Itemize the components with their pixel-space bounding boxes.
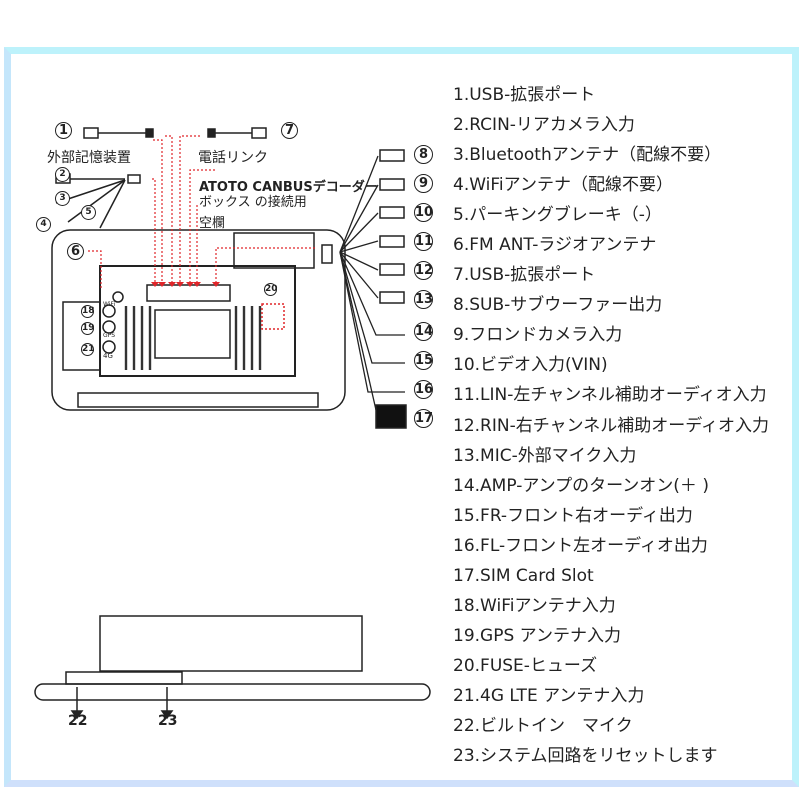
legend-item: 6.FM ANT-ラジオアンテナ xyxy=(453,235,657,256)
label-canbus-2: ボックス の接続用 xyxy=(199,195,307,210)
callout-14: 14 xyxy=(414,322,434,341)
callout-1: 1 xyxy=(55,122,72,139)
legend-item: 22.ビルトイン マイク xyxy=(453,715,633,736)
side-body xyxy=(99,615,363,672)
callout-10: 10 xyxy=(414,203,434,222)
callout-21: 21 xyxy=(81,343,95,356)
label-gps: GPS xyxy=(103,332,116,339)
fm-port xyxy=(112,291,124,303)
callout-18: 18 xyxy=(81,305,95,318)
legend-item: 14.AMP-アンプのターンオン(＋ ) xyxy=(453,475,709,496)
callout-16: 16 xyxy=(414,380,434,399)
label-4g: 4G xyxy=(103,352,113,360)
legend-item: 21.4G LTE アンテナ入力 xyxy=(453,685,645,706)
callout-20: 20 xyxy=(264,283,278,296)
connector-block xyxy=(146,284,231,302)
legend-item: 15.FR-フロント右オーディ出力 xyxy=(453,505,693,526)
callout-9: 9 xyxy=(414,174,433,193)
side-bezel xyxy=(34,683,431,701)
callout-3: 3 xyxy=(55,191,70,206)
device-body xyxy=(51,229,346,411)
callout-12: 12 xyxy=(414,261,434,280)
legend-item: 19.GPS アンテナ入力 xyxy=(453,625,621,646)
label-phone-link: 電話リンク xyxy=(198,150,268,166)
legend-item: 12.RIN-右チャンネル補助オーディオ入力 xyxy=(453,415,770,436)
callout-2: 2 xyxy=(55,167,70,182)
bottom-bar xyxy=(77,392,319,408)
callout-23: 23 xyxy=(158,713,178,729)
legend-item: 5.パーキングブレーキ（-） xyxy=(453,205,662,226)
callout-17: 17 xyxy=(414,409,434,428)
legend-item: 20.FUSE-ヒューズ xyxy=(453,655,598,676)
callout-5: 5 xyxy=(81,205,96,220)
legend-list: 1.USB-拡張ポート 2.RCIN-リアカメラ入力 3.Bluetoothアンテナ… xyxy=(453,80,769,771)
callout-15: 15 xyxy=(414,351,434,370)
legend-item: 9.フロンドカメラ入力 xyxy=(453,325,623,346)
legend-item: 18.WiFiアンテナ入力 xyxy=(453,595,616,616)
legend-item: 4.WiFiアンテナ（配線不要） xyxy=(453,175,673,196)
top-box xyxy=(233,232,315,269)
sim-box xyxy=(375,404,407,429)
legend-item: 13.MIC-外部マイク入力 xyxy=(453,445,637,466)
wifi-port xyxy=(102,304,116,318)
callout-13: 13 xyxy=(414,290,434,309)
label-empty: 空欄 xyxy=(199,216,226,231)
callout-11: 11 xyxy=(414,232,434,251)
legend-item: 17.SIM Card Slot xyxy=(453,565,594,586)
legend-item: 16.FL-フロント左オーディオ出力 xyxy=(453,535,708,556)
center-plate xyxy=(154,309,231,359)
callout-22: 22 xyxy=(68,713,88,729)
legend-item: 23.システム回路をリセットします xyxy=(453,746,718,767)
label-wifi: WiFi xyxy=(103,301,116,308)
legend-item: 7.USB-拡張ポート xyxy=(453,265,596,286)
callout-8: 8 xyxy=(414,145,433,164)
label-external-storage: 外部記憶装置 xyxy=(47,150,131,166)
fuse xyxy=(261,303,285,330)
legend-item: 1.USB-拡張ポート xyxy=(453,85,596,105)
legend-item: 10.ビデオ入力(VIN) xyxy=(453,355,608,376)
callout-7: 7 xyxy=(281,122,298,139)
callout-19: 19 xyxy=(81,322,95,335)
legend-item: 8.SUB-サブウーファー出力 xyxy=(453,295,663,316)
label-canbus-1: ATOTO CANBUSデコーダー xyxy=(199,180,378,195)
border-frame xyxy=(4,47,799,787)
legend-item: 3.Bluetoothアンテナ（配線不要） xyxy=(453,145,722,166)
side-plate xyxy=(62,301,101,371)
legend-item: 2.RCIN-リアカメラ入力 xyxy=(453,115,635,136)
gps-port xyxy=(102,320,116,334)
lte-port xyxy=(102,340,116,354)
legend-item: 11.LIN-左チャンネル補助オーディオ入力 xyxy=(453,385,767,406)
callout-6: 6 xyxy=(67,243,84,260)
callout-4: 4 xyxy=(36,217,51,232)
